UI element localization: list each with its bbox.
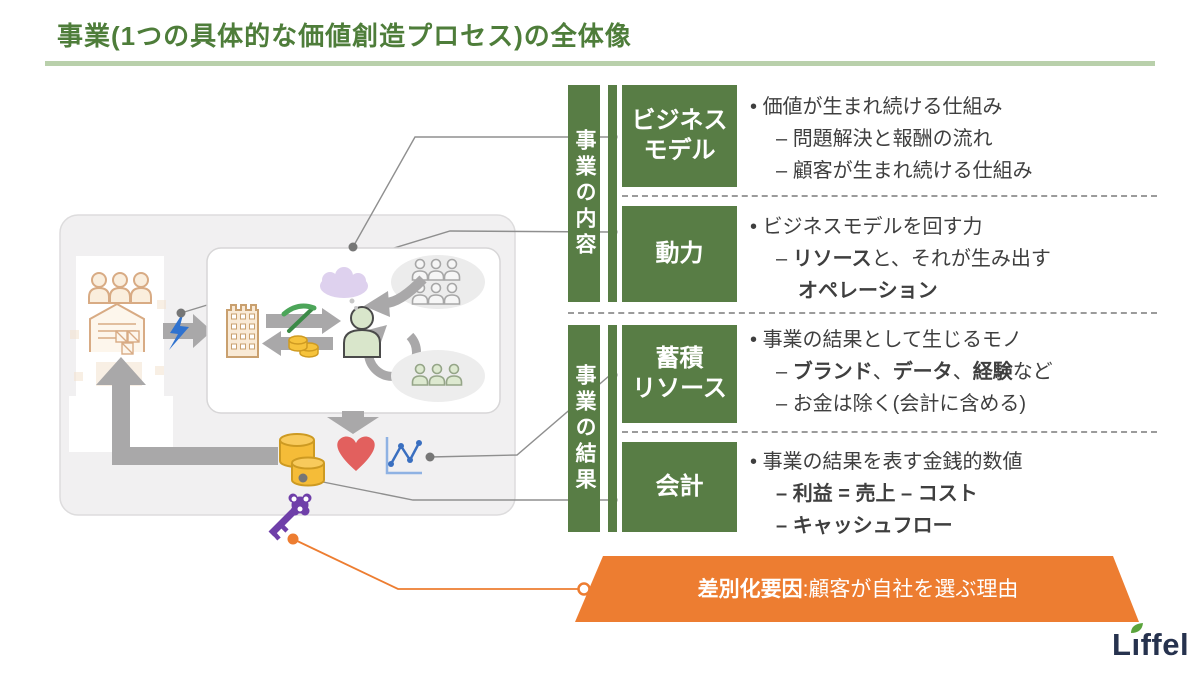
pickaxe-icon — [281, 303, 317, 333]
text-line: – 顧客が生まれ続ける仕組み — [776, 160, 1033, 182]
group-strip-results — [608, 325, 617, 532]
workers-icon — [88, 272, 152, 304]
building-icon — [226, 304, 259, 358]
repeat-customers-icon — [411, 363, 463, 386]
connector-accounting — [302, 477, 609, 501]
lightning-icon — [169, 311, 189, 350]
feedback-arrow — [96, 357, 278, 465]
coins-icon — [288, 335, 319, 358]
logo-text: ffel — [1140, 627, 1190, 662]
text-line: オペレーション — [798, 280, 938, 302]
section-text-power: • ビジネスモデルを回す力 – リソースと、それが生み出すオペレーション — [750, 211, 1190, 307]
results-down-arrow — [327, 411, 379, 434]
connector-business-model — [352, 136, 609, 248]
work-arrow — [266, 303, 341, 334]
customer-inflow-arrow — [364, 275, 427, 317]
group-strip-content — [608, 85, 617, 302]
heart-icon — [337, 436, 375, 471]
logo-text-i: ı — [1131, 627, 1141, 662]
text-line: 差別化要因:顧客が自社を選ぶ理由 — [697, 577, 1019, 601]
liffel-logo: Lıffel — [1112, 623, 1190, 663]
label-box-text: 会計 — [655, 473, 704, 500]
label-box-accumulated-resources: 蓄積 リソース — [622, 325, 737, 423]
text-line: – キャッシュフロー — [776, 515, 953, 537]
text-line: – ブランド、データ、経験など — [776, 361, 1053, 383]
label-box-text: ビジネス — [631, 107, 728, 134]
connector-differentiator — [292, 538, 581, 590]
chart-icon — [385, 437, 422, 475]
text-line: – 利益 = 売上 – コスト — [776, 483, 978, 505]
input-arrow — [163, 311, 212, 350]
text-line: • 事業の結果として生じるモノ — [750, 329, 1022, 351]
label-box-power: 動力 — [622, 206, 737, 302]
logo-text: L — [1112, 627, 1132, 662]
label-box-accounting: 会計 — [622, 442, 737, 532]
money-arrow — [262, 331, 333, 358]
text-line: – リソースと、それが生み出す — [776, 248, 1051, 270]
dashed-separator — [622, 195, 1157, 197]
title-underline — [45, 61, 1155, 66]
dashed-separator — [622, 431, 1157, 433]
leaf-icon — [1131, 623, 1143, 633]
business-model-contents — [226, 255, 485, 402]
group-bar-business-results: 事業の結果 — [568, 325, 600, 532]
text-line: • ビジネスモデルを回す力 — [750, 216, 983, 238]
text-line: – お金は除く(会計に含める) — [776, 393, 1027, 415]
section-text-accumulated-resources: • 事業の結果として生じるモノ – ブランド、データ、経験など – お金は除く(会計… — [750, 324, 1190, 420]
text-line: • 事業の結果を表す金銭的数値 — [750, 451, 1023, 473]
label-box-text: 動力 — [655, 240, 704, 267]
thought-cloud-icon — [320, 267, 368, 310]
page-title: 事業(1つの具体的な価値創造プロセス)の全体像 — [57, 21, 632, 51]
text-line: – 問題解決と報酬の流れ — [776, 128, 993, 150]
person-icon — [343, 306, 381, 358]
label-box-text: モデル — [643, 137, 716, 164]
section-text-business-model: • 価値が生まれ続ける仕組み – 問題解決と報酬の流れ – 顧客が生まれ続ける仕組み — [750, 91, 1190, 187]
coins-stack-icon — [279, 433, 325, 487]
differentiator-banner: 差別化要因:顧客が自社を選ぶ理由 — [575, 556, 1139, 622]
warehouse-icon — [89, 302, 145, 355]
section-text-accounting: • 事業の結果を表す金銭的数値 – 利益 = 売上 – コスト – キャッシュフロー — [750, 446, 1190, 542]
group-bar-business-content: 事業の内容 — [568, 85, 600, 302]
label-box-text: リソース — [632, 375, 727, 402]
text-line: • 価値が生まれ続ける仕組み — [750, 96, 1003, 118]
label-box-business-model: ビジネス モデル — [622, 85, 737, 187]
key-icon — [268, 493, 312, 541]
dashed-separator — [568, 312, 1157, 314]
label-box-text: 蓄積 — [655, 345, 704, 372]
